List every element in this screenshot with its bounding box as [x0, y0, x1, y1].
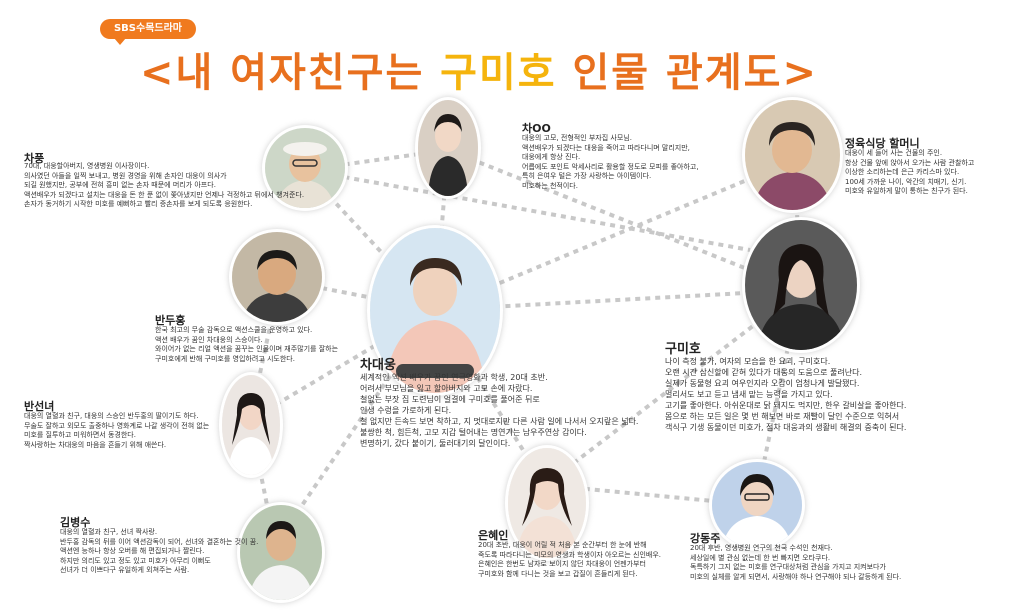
desc-bansunnyeo: 대웅의 열혈과 친구, 대웅의 스승인 반두홍의 딸이기도 하다.무술도 잘하고… — [24, 412, 210, 449]
name-bansunnyeo: 반선녀 — [24, 400, 55, 413]
desc-chaoo: 대웅의 고모, 전형적인 부자집 사모님.액션배우가 되겠다는 대웅을 죽어고 … — [522, 134, 699, 190]
desc-gumiho: 나이 측정 불가, 여자의 모습을 한 요괴, 구미호다.오랜 시간 삼신할에 … — [665, 357, 907, 432]
name-kimbyungsu: 김병수 — [60, 516, 91, 529]
title-close: > — [782, 50, 818, 96]
desc-kangdongju: 20대 후반, 영생병원 연구의 천국 수석인 천재다.세상일에 별 관심 없는… — [690, 544, 902, 581]
photo-grandma — [745, 100, 840, 210]
name-gumiho: 구미호 — [665, 342, 701, 357]
photo-kimbyungsu — [240, 505, 322, 600]
photo-chapung — [265, 128, 345, 208]
desc-kimbyungsu: 대웅의 열혈과 친구, 선녀 짝사랑.반두홍 감독의 뒤를 이어 액션감독이 되… — [60, 528, 259, 575]
title-open: <내 여자친구는 — [140, 50, 441, 96]
photo-chaoo — [418, 100, 478, 196]
photo-chadaewoong — [370, 228, 500, 393]
photo-bandoohong — [232, 232, 322, 322]
title-highlight: 구미호 — [440, 50, 557, 96]
name-eunhyein: 은혜인 — [478, 529, 509, 542]
network-badge: SBS수목드라마 — [100, 19, 196, 45]
desc-grandma: 대웅이 세 들어 사는 건물의 주인.항상 건물 앞에 앉아서 오가는 사람 관… — [845, 149, 975, 196]
desc-chadaewoong: 세계적인 액션 배우가 꿈인 연극영화과 학생, 20대 초반.어려서 부모님을… — [360, 373, 639, 448]
name-chapung: 차풍 — [24, 152, 45, 165]
name-bandoohong: 반두홍 — [155, 314, 186, 327]
name-chadaewoong: 차대웅 — [360, 358, 396, 373]
photo-bansunnyeo — [222, 375, 280, 475]
photo-eunhyein — [508, 448, 586, 558]
photo-gumiho — [745, 220, 857, 350]
name-grandma: 정육식당 할머니 — [845, 137, 920, 150]
title-mid: 인물 관계도 — [556, 50, 783, 96]
page-title: <내 여자친구는 구미호 인물 관계도> — [140, 40, 900, 98]
photo-kangdongju — [712, 462, 802, 548]
desc-bandoohong: 한국 최고의 무술 감독으로 액션스쿨을 운영하고 있다.액션 배우가 꿈인 차… — [155, 326, 339, 363]
desc-chapung: 70대, 대웅할아버지, 영생병원 이사장이다.의사였던 아들을 일찍 보내고,… — [24, 162, 305, 209]
name-kangdongju: 강동주 — [690, 532, 721, 545]
name-chaoo: 차OO — [522, 122, 551, 135]
